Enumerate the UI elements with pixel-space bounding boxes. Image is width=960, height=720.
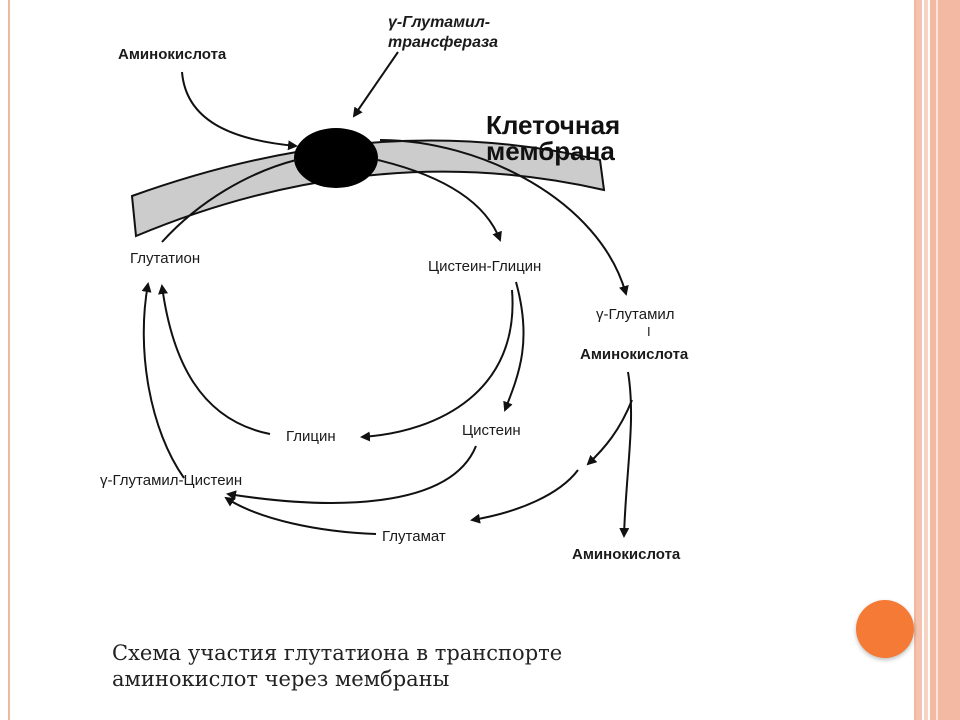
label-amino-mid: Аминокислота xyxy=(580,346,689,363)
arrow-gglucys-to-glutathione xyxy=(141,282,185,479)
caption-line-1: Схема участия глутатиона в транспорте xyxy=(112,641,563,665)
label-cysteine: Цистеин xyxy=(462,422,521,439)
label-cysteinylglycine: Цистеин-Глицин xyxy=(428,258,542,275)
label-enzyme-line2: трансфераза xyxy=(388,34,499,51)
arrow-glutamate-to-gglucys xyxy=(224,496,377,535)
arrow-enzyme-label xyxy=(352,51,399,118)
arrow-to-glutamate xyxy=(470,469,579,524)
arrow-glutathione-to-enzyme xyxy=(161,159,297,243)
label-gamma-glutamylcysteine: γ-Глутамил-Цистеин xyxy=(100,472,243,489)
label-glutathione: Глутатион xyxy=(130,250,201,267)
label-amino-bottom: Аминокислота xyxy=(572,546,681,563)
slide-frame xyxy=(8,0,916,720)
cell-membrane-band xyxy=(130,139,606,238)
arrow-to-gamma-glutamyl xyxy=(379,139,629,296)
label-membrane-line2: мембрана xyxy=(486,136,615,166)
label-amino-top: Аминокислота xyxy=(118,46,227,63)
arrow-amino-to-enzyme xyxy=(181,71,298,151)
label-glycine: Глицин xyxy=(286,428,336,445)
label-enzyme-line1: γ-Глутамил- xyxy=(388,14,491,31)
enzyme-complex-blob xyxy=(294,128,378,188)
label-membrane-line1: Клеточная xyxy=(486,110,621,140)
arrow-to-amino-bottom xyxy=(619,371,633,538)
orange-circle-decoration xyxy=(856,600,914,658)
figure-area xyxy=(94,8,726,698)
arrow-to-glycine xyxy=(360,289,514,442)
arrow-to-5-oxoproline xyxy=(586,399,633,466)
figure-caption: Схема участия глутатиона в транспорте ам… xyxy=(112,640,562,692)
caption-line-2: аминокислот через мембраны xyxy=(112,667,450,691)
label-gamma-glutamyl: γ-Глутамил xyxy=(596,306,675,323)
arrow-cysteine-to-gglucys xyxy=(226,445,477,504)
arrow-glycine-to-glutathione xyxy=(158,284,271,435)
label-bar: I xyxy=(647,324,651,339)
arrow-to-cysteine xyxy=(503,281,525,412)
label-glutamate: Глутамат xyxy=(382,528,446,545)
decorative-stripes xyxy=(916,0,960,720)
arrow-to-cysteinylglycine xyxy=(377,159,502,242)
